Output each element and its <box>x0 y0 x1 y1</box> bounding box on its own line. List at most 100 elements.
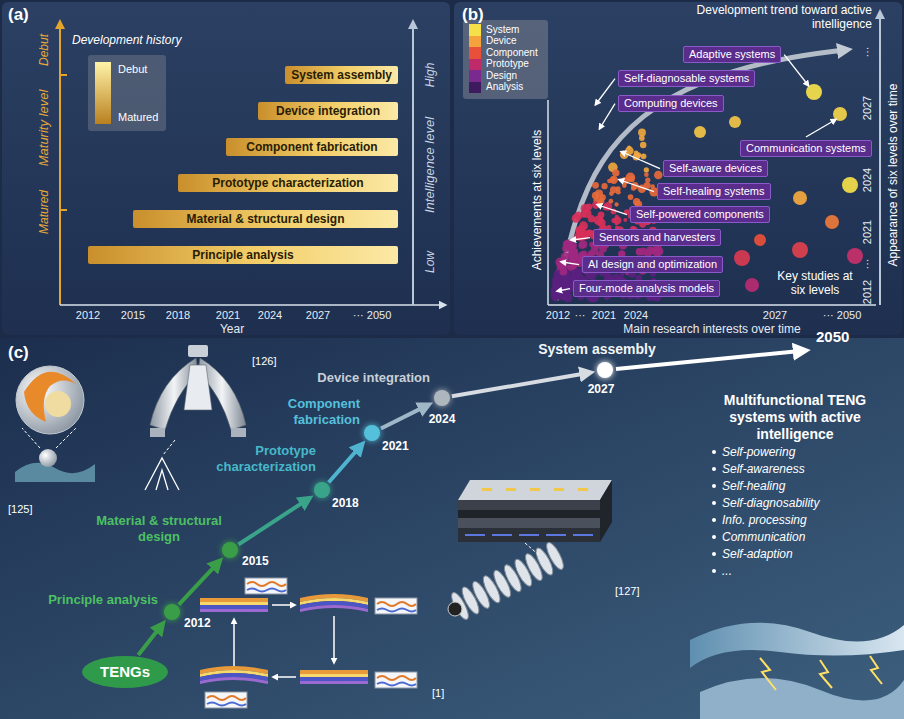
scatter-cluster-part <box>607 179 611 183</box>
pointer-arrows-part <box>598 205 627 215</box>
tag-label: Four-mode analysis models <box>579 282 714 295</box>
working-mode-cycle-part <box>377 676 416 680</box>
scatter-cluster-part <box>612 169 619 176</box>
panel-heading: Multifunctional TENG systems with active… <box>700 392 890 442</box>
study-tag: Sensors and harvesters <box>593 229 721 246</box>
sphere-teng-illustration-part <box>45 391 71 417</box>
layered-block-details-part <box>492 534 512 536</box>
panel-a-axes-part <box>88 55 166 131</box>
scatter-cluster-part <box>574 248 578 252</box>
scatter-cluster-part <box>570 264 574 268</box>
bullet-dot <box>712 450 716 454</box>
working-mode-cycle-part <box>375 598 417 614</box>
scatter-cluster-part <box>560 268 569 277</box>
reference-number: [1] <box>432 687 444 700</box>
scatter-cluster-part <box>592 192 600 200</box>
year-label: 2024 <box>429 412 456 426</box>
scatter-cluster-part <box>644 167 649 172</box>
scatter-cluster-part <box>631 186 636 191</box>
origami-teng-illustration-part <box>163 440 175 455</box>
panel-a-axes <box>60 24 443 305</box>
milestone-dot: Component fabrication2021 <box>364 425 380 441</box>
axis-tick-label: Low <box>423 251 437 273</box>
scatter-cluster-part <box>557 262 564 269</box>
working-mode-cycle-part-part <box>300 605 368 612</box>
axis-tick-label: 2021 <box>216 309 240 322</box>
key-study-dots-part <box>694 126 706 138</box>
legend-swatch <box>469 24 481 36</box>
working-mode-cycle-part-part <box>200 605 268 609</box>
scatter-cluster-part <box>634 151 639 156</box>
timeline-bar: Device integration <box>258 102 398 120</box>
timeline-arrow <box>329 445 362 482</box>
working-mode-cycle-part <box>247 589 286 592</box>
feature-item: Self-awareness <box>722 462 805 476</box>
working-mode-cycle-part <box>300 670 368 684</box>
scatter-cluster-part <box>576 226 584 234</box>
milestone-dot: Material & structural design2015 <box>222 542 238 558</box>
scatter-cluster-part <box>627 145 631 149</box>
layered-block-details-part <box>482 488 492 491</box>
working-mode-cycle-part-part <box>200 677 268 684</box>
study-tag: Self-aware devices <box>663 160 768 177</box>
pointer-arrows-part <box>572 238 590 240</box>
panel-b-axes-part <box>879 14 881 305</box>
feature-item: ... <box>722 564 732 578</box>
scatter-cluster-part <box>622 183 627 188</box>
scatter-cluster-part <box>615 215 619 219</box>
cable-illustration-part <box>448 602 462 616</box>
scatter-cluster-part <box>650 184 655 189</box>
axis-title: Achievements at six levels <box>530 130 544 271</box>
scatter-cluster-part <box>654 171 663 180</box>
pointer-arrows-part <box>600 104 615 128</box>
feature-item: Self-powering <box>722 445 795 459</box>
working-mode-cycle-part <box>205 692 247 708</box>
scatter-cluster-part <box>644 172 649 177</box>
pointer-arrows-part <box>784 55 808 85</box>
study-tag: Four-mode analysis models <box>573 280 720 297</box>
axis-tick-label: 2027 <box>306 309 330 322</box>
year-label: 2018 <box>332 496 359 510</box>
legend-label: Device <box>486 35 517 47</box>
key-study-dots-part <box>806 84 822 100</box>
axis-tick-label: Debut <box>37 34 51 66</box>
timeline-bar: Prototype characterization <box>178 174 398 192</box>
origin-ellipse: TENGs <box>82 656 168 688</box>
key-study-dots-part <box>729 116 741 128</box>
panel-b-axes <box>463 14 880 305</box>
cable-illustration-part <box>449 590 472 621</box>
trend-arrow <box>556 50 845 300</box>
milestone-dot: Principle analysis2012 <box>164 604 180 620</box>
working-mode-cycle-part-part <box>300 677 368 681</box>
axis-tick-label: 2012 <box>861 280 874 304</box>
axis-tick-label: Matured <box>37 190 51 234</box>
tag-label: Sensors and harvesters <box>599 231 715 244</box>
timeline-arrow <box>381 405 428 428</box>
bar-label: Principle analysis <box>192 248 293 262</box>
bullet-dot <box>712 467 716 471</box>
tag-label: Self-powered components <box>636 208 764 221</box>
milestone-dot: System assembly2027 <box>597 362 613 378</box>
layered-block-details-part <box>465 534 485 536</box>
layered-block-details <box>465 488 593 535</box>
layered-block-illustration-part <box>600 480 612 542</box>
feature-item: Self-adaption <box>722 547 793 561</box>
scatter-cluster-part <box>600 200 604 204</box>
axis-title: Year <box>220 322 244 336</box>
pointer-arrows <box>558 55 835 291</box>
legend-label: Matured <box>118 111 158 124</box>
working-mode-cycle <box>200 578 417 708</box>
origin-label: TENGs <box>100 663 150 681</box>
working-mode-cycle-part-part <box>200 609 268 612</box>
sphere-teng-illustration-part <box>22 428 40 448</box>
pointer-arrows-part <box>806 120 835 137</box>
layered-block-details-part <box>546 534 566 536</box>
milestone-dot: Prototype characterization2018 <box>314 482 330 498</box>
axis-title: Intelligence level <box>422 117 438 213</box>
axis-tick-label: 2027 <box>861 96 874 120</box>
scatter-cluster-part <box>601 183 607 189</box>
bullet-dot <box>712 518 716 522</box>
panel-a-axes-part <box>95 62 111 124</box>
feature-item: Self-healing <box>722 479 785 493</box>
